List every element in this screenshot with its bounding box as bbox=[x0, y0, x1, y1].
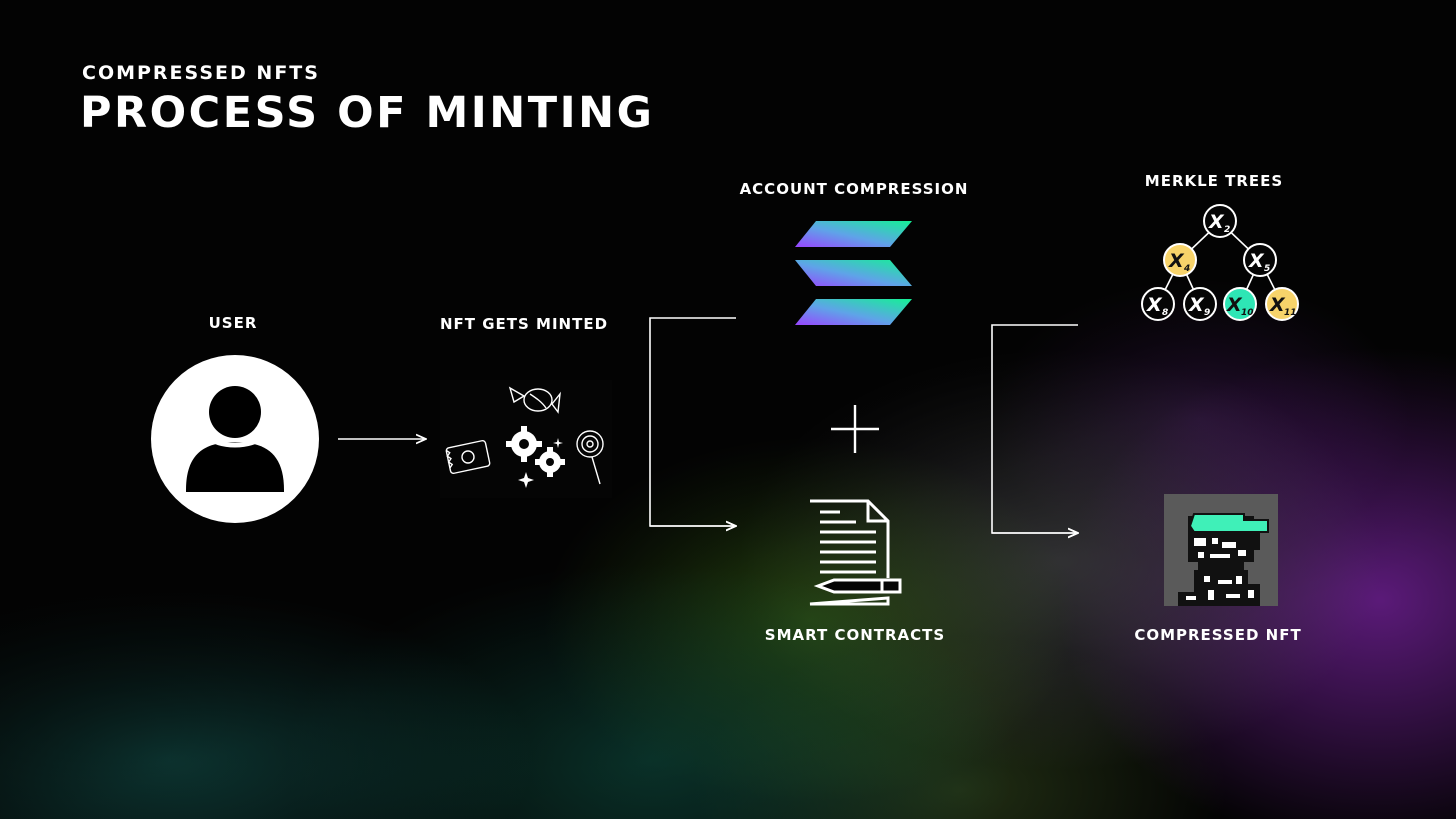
page-title: PROCESS OF MINTING bbox=[80, 88, 655, 138]
merkle-node-subscript: 11 bbox=[1284, 308, 1297, 318]
merkle-trees-label: MERKLE TREES bbox=[1144, 172, 1284, 190]
user-label: USER bbox=[208, 314, 258, 332]
merkle-node-subscript: 9 bbox=[1204, 308, 1210, 318]
arrow-mint-to-compression bbox=[649, 317, 736, 526]
merkle-node bbox=[1141, 287, 1175, 321]
user-avatar-icon bbox=[151, 355, 319, 523]
pixel-art-nft-icon bbox=[1164, 494, 1278, 606]
plus-icon bbox=[831, 405, 879, 453]
merkle-node bbox=[1243, 243, 1277, 277]
nft-minted-label: NFT GETS MINTED bbox=[439, 315, 609, 333]
merkle-node-subscript: 2 bbox=[1224, 225, 1230, 235]
compressed-nft-label: COMPRESSED NFT bbox=[1134, 626, 1302, 644]
merkle-node-subscript: 10 bbox=[1241, 308, 1254, 318]
merkle-node-subscript: 4 bbox=[1183, 264, 1190, 274]
merkle-node bbox=[1183, 287, 1217, 321]
smart-contracts-label: SMART CONTRACTS bbox=[764, 626, 946, 644]
merkle-node-label: X bbox=[1146, 294, 1163, 316]
solana-logo-icon bbox=[795, 221, 912, 325]
merkle-node-label: X bbox=[1226, 294, 1243, 316]
page-subtitle: COMPRESSED NFTS bbox=[82, 62, 320, 84]
merkle-node-label: X bbox=[1168, 250, 1185, 272]
merkle-tree-icon: X 2 X 4 X 5 X 8 X 9 X 10 X 11 bbox=[1141, 204, 1299, 321]
merkle-node bbox=[1203, 204, 1237, 238]
minting-machine-icon bbox=[440, 380, 612, 498]
merkle-node-label: X bbox=[1208, 211, 1225, 233]
account-compression-label: ACCOUNT COMPRESSION bbox=[739, 180, 969, 198]
contract-document-icon bbox=[809, 499, 902, 606]
merkle-node-label: X bbox=[1188, 294, 1205, 316]
merkle-node-subscript: 8 bbox=[1162, 308, 1168, 318]
merkle-node-subscript: 5 bbox=[1264, 264, 1270, 274]
merkle-node bbox=[1223, 287, 1257, 321]
merkle-node-label: X bbox=[1269, 294, 1286, 316]
merkle-node bbox=[1163, 243, 1197, 277]
merkle-node-label: X bbox=[1248, 250, 1265, 272]
arrow-to-merkle-trees bbox=[991, 324, 1078, 533]
merkle-node bbox=[1265, 287, 1299, 321]
